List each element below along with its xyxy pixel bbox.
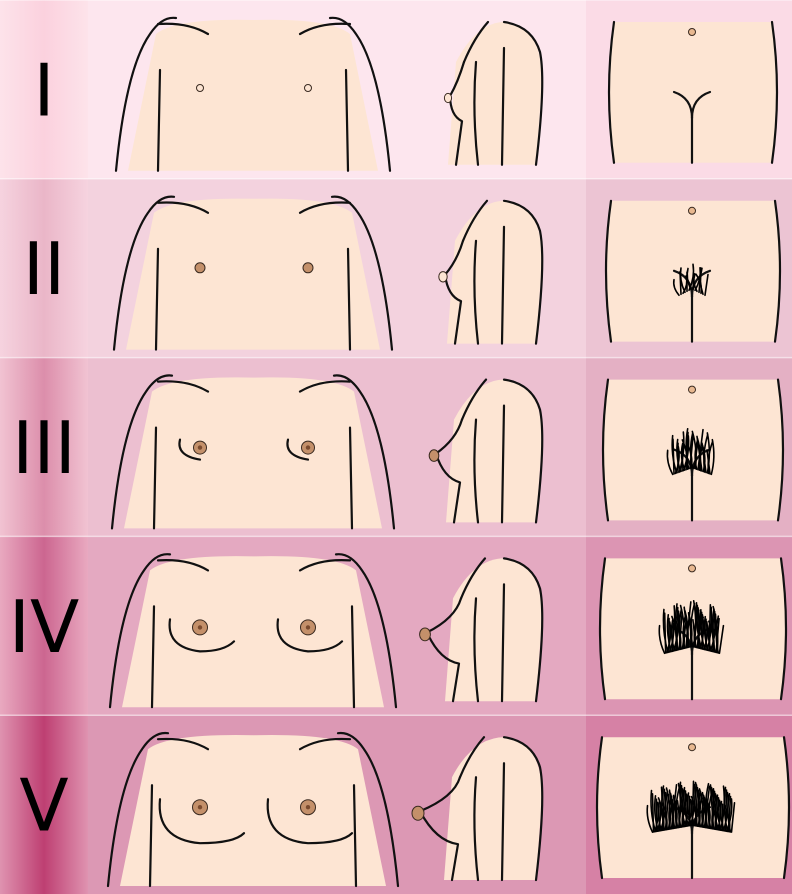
stage-label: III xyxy=(12,406,76,490)
front-view xyxy=(110,554,396,707)
side-nipple xyxy=(439,272,447,282)
front-torso-skin xyxy=(128,20,378,171)
front-left-areola xyxy=(197,85,204,92)
front-left-areola xyxy=(195,263,205,273)
front-view xyxy=(114,197,392,350)
pubic-view xyxy=(606,201,780,342)
front-left-nipple xyxy=(198,625,202,629)
front-right-nipple xyxy=(306,805,310,809)
pubic-view xyxy=(600,558,786,699)
side-nipple xyxy=(420,628,431,641)
side-nipple xyxy=(429,450,439,462)
stage-label: II xyxy=(23,227,65,311)
stage-row-4: IV xyxy=(0,536,792,715)
front-view xyxy=(116,18,390,171)
stage-label: V xyxy=(19,764,68,848)
pubic-view xyxy=(603,380,783,521)
side-nipple xyxy=(412,806,424,820)
front-left-nipple xyxy=(198,445,202,449)
stage-label: IV xyxy=(9,585,80,669)
front-right-areola xyxy=(305,85,312,92)
navel xyxy=(689,565,696,572)
stage-row-3: III xyxy=(0,358,792,537)
stage-row-2: II xyxy=(0,179,792,358)
navel xyxy=(689,207,696,214)
navel xyxy=(689,29,696,36)
front-right-areola xyxy=(303,263,313,273)
front-right-nipple xyxy=(306,445,310,449)
front-torso-skin xyxy=(122,556,384,707)
pubic-view xyxy=(597,737,789,878)
navel xyxy=(689,386,696,393)
navel xyxy=(689,744,696,751)
side-nipple xyxy=(444,93,451,102)
pubic-view xyxy=(609,22,777,163)
stage-row-5: V xyxy=(0,715,792,894)
front-view xyxy=(108,733,398,886)
front-view xyxy=(112,375,394,528)
stage-label: I xyxy=(33,48,54,132)
front-right-nipple xyxy=(306,625,310,629)
front-left-nipple xyxy=(198,805,202,809)
stage-row-1: I xyxy=(0,0,792,179)
front-torso-skin xyxy=(126,199,380,350)
front-torso-skin xyxy=(124,377,382,528)
